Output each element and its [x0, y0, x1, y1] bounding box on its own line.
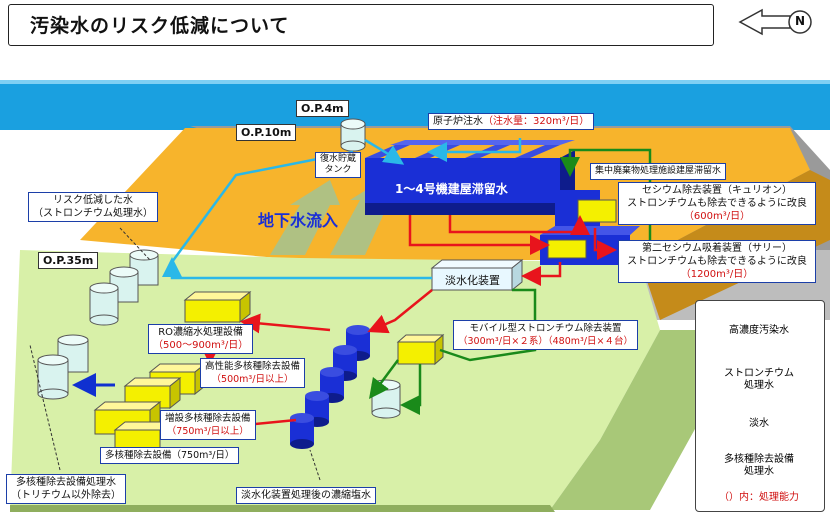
north-label: N: [795, 14, 806, 28]
legend-fresh-water: 淡水: [749, 418, 769, 429]
ro-equipment-label: RO濃縮水処理設備（500～900m³/日）: [148, 324, 254, 354]
legend-alps: 多核種除去設備処理水: [724, 454, 794, 477]
mobile-strontium-label: モバイル型ストロンチウム除去装置（300m³/日×２系）（480m³/日×４台）: [453, 320, 638, 350]
north-arrow-icon: [738, 8, 812, 36]
risk-reduced-water-label: リスク低減した水（ストロンチウム処理水）: [28, 192, 158, 222]
op-4m-label: O.P.4m: [296, 100, 349, 117]
concentrated-brine-label: 淡水化装置処理後の濃縮塩水: [236, 487, 376, 504]
reactor-injection-label: 原子炉注水（注水量：320m³/日）: [428, 113, 595, 130]
storage-tank-label: 復水貯蔵タンク: [315, 152, 362, 178]
ro-equipment: [183, 290, 252, 324]
desalination-device: [430, 258, 524, 292]
sarry-device: [547, 239, 587, 259]
alps-tanks: [37, 334, 89, 400]
alps-treated-label: 多核種除去設備処理水（トリチウム以外除去）: [6, 474, 126, 504]
mobile-strontium-device: [396, 333, 445, 366]
sarry-label: 第二セシウム吸着装置（サリー）ストロンチウムも除去できるように改良（1200m³…: [618, 240, 816, 283]
legend-high-concentration: 高濃度汚染水: [729, 325, 789, 336]
additional-alps-label: 増設多核種除去設備（750m³/日以上）: [160, 410, 256, 440]
legend-strontium: ストロンチウム処理水: [724, 368, 794, 391]
high-concentration-flows: [200, 215, 617, 437]
op-35m-label: O.P.35m: [38, 252, 99, 269]
fresh-water-flows: [162, 138, 522, 280]
alps-label: 多核種除去設備（750m³/日）: [100, 447, 240, 464]
legend-note: （）内：処理能力: [719, 492, 799, 503]
hp-alps-label: 高性能多核種除去設備（500m³/日以上）: [200, 358, 306, 388]
legend-box: [695, 300, 825, 512]
title-box: [8, 4, 714, 46]
kurion-device: [577, 199, 617, 223]
desalination-label: 淡水化装置: [445, 274, 500, 287]
op-10m-label: O.P.10m: [236, 124, 297, 141]
storage-tank: [340, 118, 366, 152]
kurion-label: セシウム除去装置（キュリオン）ストロンチウムも除去できるように改良（600m³/…: [618, 182, 816, 225]
brine-tanks: [290, 325, 370, 449]
sea: [0, 80, 830, 130]
groundwater-inflow-label: 地下水流入: [258, 211, 339, 230]
upper-tanks: [89, 249, 159, 326]
centralized-waste-label: 集中廃棄物処理施設建屋滞留水: [590, 163, 727, 180]
strontium-tank: [371, 379, 401, 419]
reactor-building-water-label: 1～4号機建屋滞留水: [395, 182, 508, 196]
page-title: 汚染水のリスク低減について: [30, 15, 290, 37]
